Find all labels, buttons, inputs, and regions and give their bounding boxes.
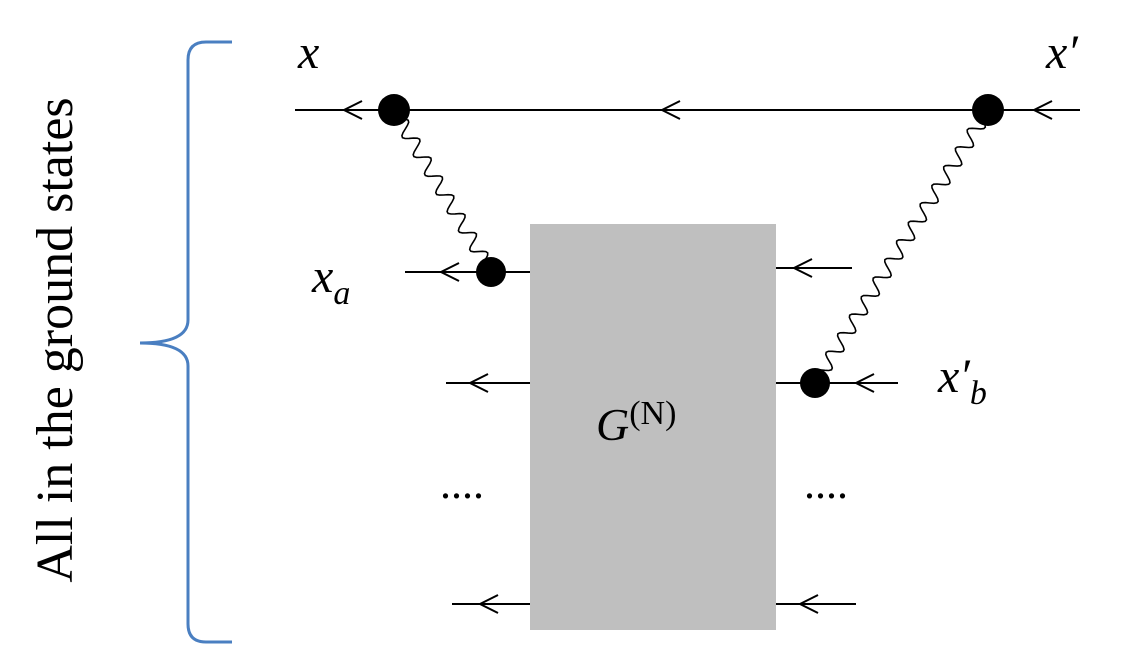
label-x-a-base: x (311, 250, 333, 303)
label-x-a: xa (311, 250, 350, 312)
vertex-top-left (378, 94, 410, 126)
label-g-sup: (N) (629, 395, 676, 432)
arrowhead-top-left (341, 100, 363, 120)
label-g-base: G (596, 399, 629, 450)
green-function-box (530, 224, 776, 630)
curly-bracket (139, 40, 232, 644)
label-x-prime: x′ (1045, 26, 1079, 79)
photon-line-left (389, 109, 495, 272)
label-x-b-base: x′ (937, 350, 971, 403)
photon-line-right (813, 108, 989, 387)
side-label: All in the ground states (27, 97, 84, 582)
label-x-b: x′b (937, 350, 987, 412)
label-g-n: G(N) (596, 395, 676, 450)
vertex-top-right (972, 94, 1004, 126)
label-x: x (297, 26, 319, 79)
label-x-b-sub: b (970, 375, 987, 412)
vertex-xb (800, 368, 830, 398)
vertex-xa (476, 257, 506, 287)
dots-right: .... (804, 459, 848, 508)
dots-left: .... (440, 459, 484, 508)
arrowhead-top-right (1031, 100, 1053, 120)
arrowhead-top-middle (659, 100, 681, 120)
label-x-a-sub: a (333, 275, 350, 312)
